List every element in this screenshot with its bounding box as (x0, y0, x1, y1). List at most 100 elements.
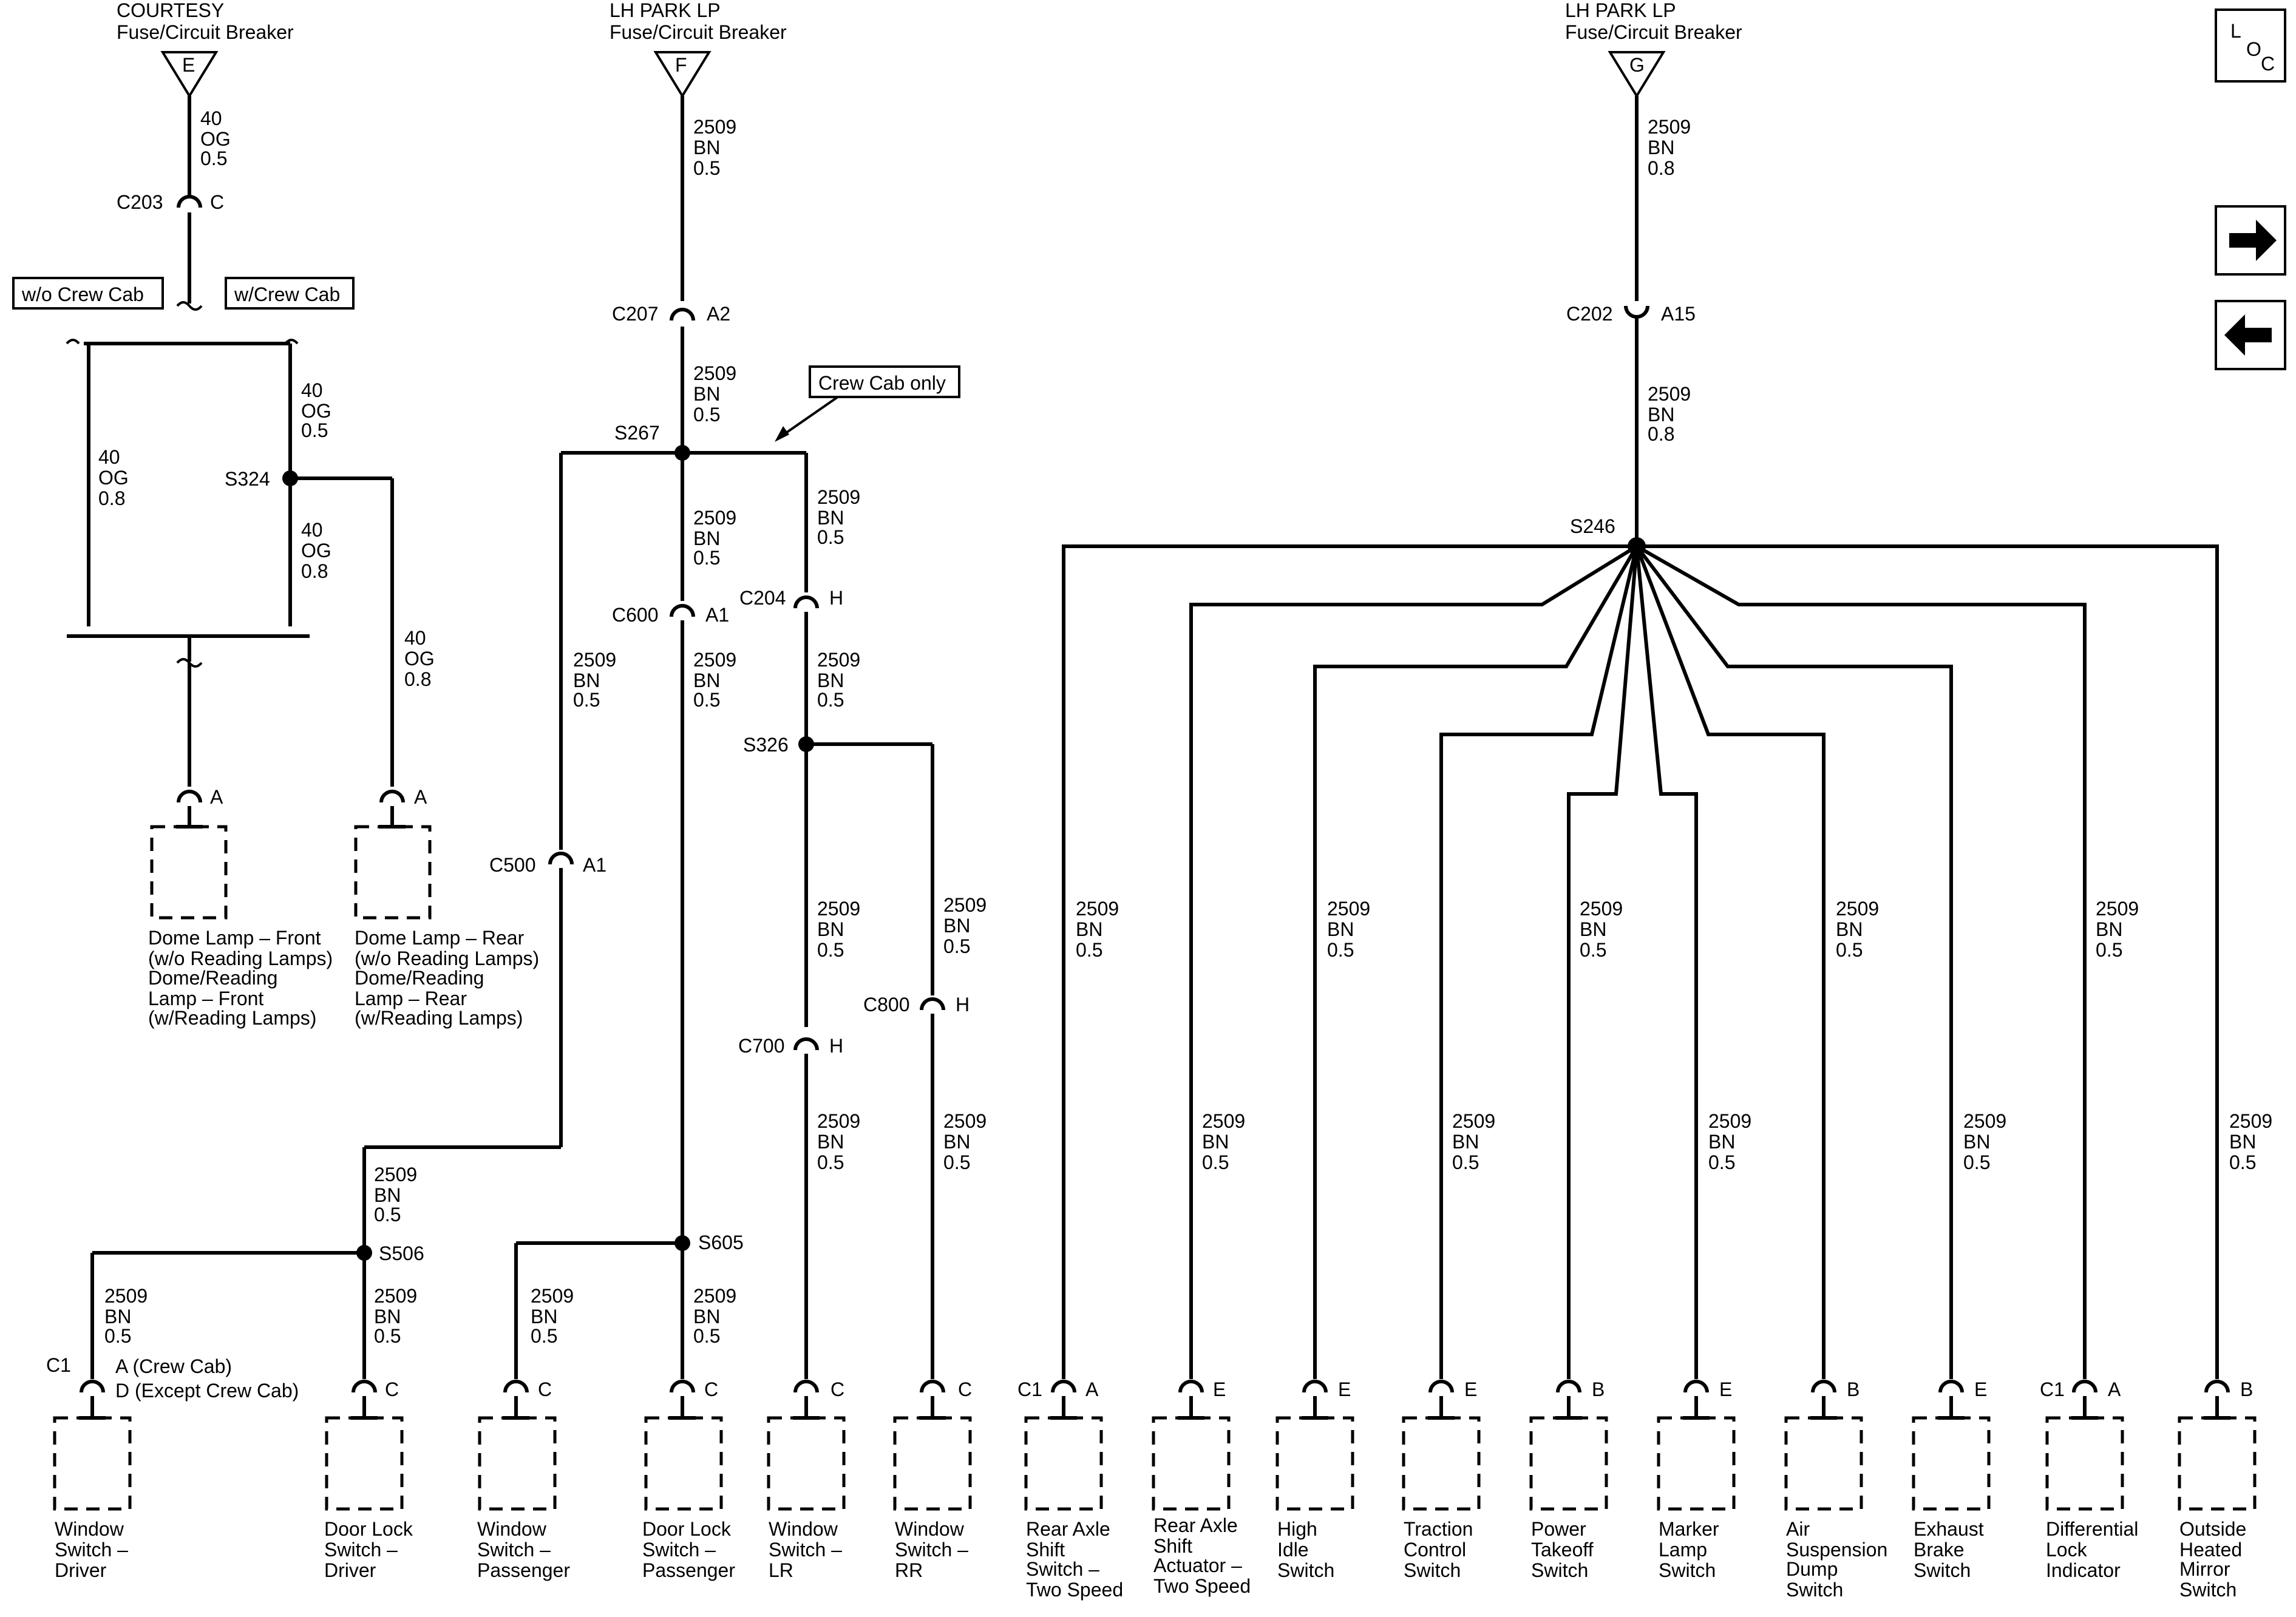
wire-spec-label: BN (943, 1131, 970, 1153)
marker-lamp-switch[interactable]: E Marker Lamp Switch (1657, 1378, 1736, 1581)
wire-spec-label: 0.5 (693, 157, 720, 179)
wire-spec-label: BN (817, 670, 844, 691)
differential-lock-indicator[interactable]: C1 A Differential Lock Indicator (2040, 1378, 2138, 1581)
outside-heated-mirror-switch[interactable]: B Outside Heated Mirror Switch (2178, 1378, 2257, 1601)
connector-symbol (1302, 1380, 1328, 1393)
wire-spec-label: 2509 (817, 649, 860, 671)
connector-symbol (793, 595, 819, 609)
component-label: Switch – (324, 1539, 398, 1561)
window-switch-passenger[interactable]: C Window Switch – Passenger (477, 1378, 570, 1581)
c500-label: C500 (489, 854, 536, 876)
connector-symbol (1556, 1380, 1581, 1393)
dome-lamp-rear[interactable]: A Dome Lamp – Rear (w/o Reading Lamps) D… (354, 786, 539, 1029)
window-switch-rr[interactable]: C Window Switch – RR (893, 1378, 972, 1581)
high-idle-switch[interactable]: E High Idle Switch (1275, 1378, 1354, 1581)
component-label: Switch (1659, 1559, 1716, 1581)
wire-segment (777, 396, 839, 439)
wire-spec-label: 40 (98, 446, 120, 468)
connector-symbol (1428, 1380, 1454, 1393)
connector-symbol (379, 790, 405, 803)
component-label: Power (1531, 1518, 1586, 1540)
window-switch-lr[interactable]: C Window Switch – LR (767, 1378, 846, 1581)
component-label: Lock (2046, 1539, 2088, 1561)
next-page-button[interactable] (2215, 205, 2286, 276)
loc-c: C (2261, 53, 2275, 75)
wire-spec-label: BN (1202, 1131, 1229, 1153)
exhaust-brake-switch[interactable]: E Exhaust Brake Switch (1912, 1378, 1991, 1581)
component-label: Lamp (1659, 1539, 1707, 1561)
window-switch-driver[interactable]: C1 A (Crew Cab) D (Except Crew Cab) Wind… (46, 1354, 299, 1581)
component-label: Switch (1531, 1559, 1588, 1581)
component-label: Rear Axle (1153, 1514, 1238, 1536)
wire-spec-label: 2509 (374, 1164, 417, 1185)
wire-spec-label: BN (693, 1306, 720, 1327)
wire-spec-label: BN (104, 1306, 131, 1327)
connector-symbol (1051, 1380, 1076, 1393)
wire-spec-label: 0.5 (1580, 939, 1606, 961)
rear-axle-shift-actuator[interactable]: E Rear Axle Shift Actuator – Two Speed (1152, 1378, 1251, 1597)
connector-symbol (177, 790, 202, 803)
component-outline (1152, 1416, 1231, 1511)
dome-lamp-front[interactable]: A Dome Lamp – Front (w/o Reading Lamps) … (148, 786, 333, 1029)
option-label: w/Crew Cab (234, 283, 340, 305)
wire-spec-label: 2509 (693, 507, 736, 529)
wire-spec-label: 2509 (2096, 898, 2139, 920)
wire-spec-label: 2509 (693, 362, 736, 384)
component-outline (1529, 1416, 1608, 1511)
component-label: Dump (1786, 1558, 1838, 1580)
wire-spec-label: 2509 (573, 649, 616, 671)
c207-pin: A2 (707, 303, 730, 325)
wire-spec-label: BN (693, 137, 720, 158)
component-label: Window (769, 1518, 838, 1540)
component-label: Switch – (642, 1539, 716, 1561)
power-takeoff-switch[interactable]: B Power Takeoff Switch (1529, 1378, 1608, 1581)
traction-control-switch[interactable]: E Traction Control Switch (1402, 1378, 1481, 1581)
wire-spec-label: 0.5 (1202, 1151, 1229, 1173)
pin-label: E (1719, 1378, 1732, 1400)
component-outline (53, 1416, 132, 1511)
pin-label: A (210, 786, 223, 808)
component-label: Switch (1277, 1559, 1334, 1581)
c204-pin: H (829, 587, 843, 609)
door-lock-switch-passenger[interactable]: C Door Lock Switch – Passenger (642, 1378, 735, 1581)
component-label: Brake (1914, 1539, 1965, 1561)
air-suspension-dump-switch[interactable]: B Air Suspension Dump Switch (1784, 1378, 1887, 1601)
s326-label: S326 (743, 734, 789, 756)
component-label: Differential (2046, 1518, 2138, 1540)
wire-spec-label: BN (1648, 404, 1674, 425)
wire-segment (1637, 544, 2219, 1379)
pin-label: A (1085, 1378, 1099, 1400)
wire-spec-label: 40 (301, 519, 323, 541)
component-label: Window (895, 1518, 965, 1540)
connector-symbol (503, 1380, 529, 1393)
wire-spec-label: 2509 (1202, 1110, 1245, 1132)
door-lock-switch-driver[interactable]: C Door Lock Switch – Driver (324, 1378, 413, 1581)
wire-spec-label: BN (573, 670, 600, 691)
wire-spec-label: BN (943, 915, 970, 937)
wire-segment (1635, 546, 1698, 1379)
component-label: Dome Lamp – Front (148, 927, 321, 949)
wire-spec-label: 0.5 (817, 526, 844, 548)
source-g-subtitle: Fuse/Circuit Breaker (1565, 21, 1742, 43)
component-label: Passenger (642, 1559, 735, 1581)
c800-pin: H (956, 994, 970, 1015)
wire-spec-label: BN (1452, 1131, 1479, 1153)
rear-axle-shift-switch[interactable]: C1 A Rear Axle Shift Switch – Two Speed (1017, 1378, 1123, 1601)
c202-pin: A15 (1661, 303, 1696, 325)
prev-page-button[interactable] (2215, 300, 2286, 370)
wire-spec-label: 2509 (1327, 898, 1370, 920)
component-label: Traction (1404, 1518, 1473, 1540)
pin-label: C (385, 1378, 399, 1400)
loc-button[interactable]: L O C (2215, 8, 2286, 83)
component-label: Mirror (2179, 1558, 2230, 1580)
park-lamp-g-circuit: 2509 BN 0.8 C202 A15 2509 BN 0.8 S246 25… (1062, 96, 2272, 1379)
wire-spec-label: 2509 (104, 1285, 148, 1307)
wire-spec-label: BN (1580, 918, 1606, 940)
s246-label: S246 (1570, 515, 1615, 537)
component-label: Shift (1026, 1539, 1065, 1561)
component-label: Dome Lamp – Rear (355, 927, 525, 949)
wire-segment (1635, 544, 2087, 1379)
wire-spec-label: 0.5 (2229, 1151, 2256, 1173)
connector-symbol (920, 997, 945, 1011)
component-outline (2178, 1416, 2257, 1511)
